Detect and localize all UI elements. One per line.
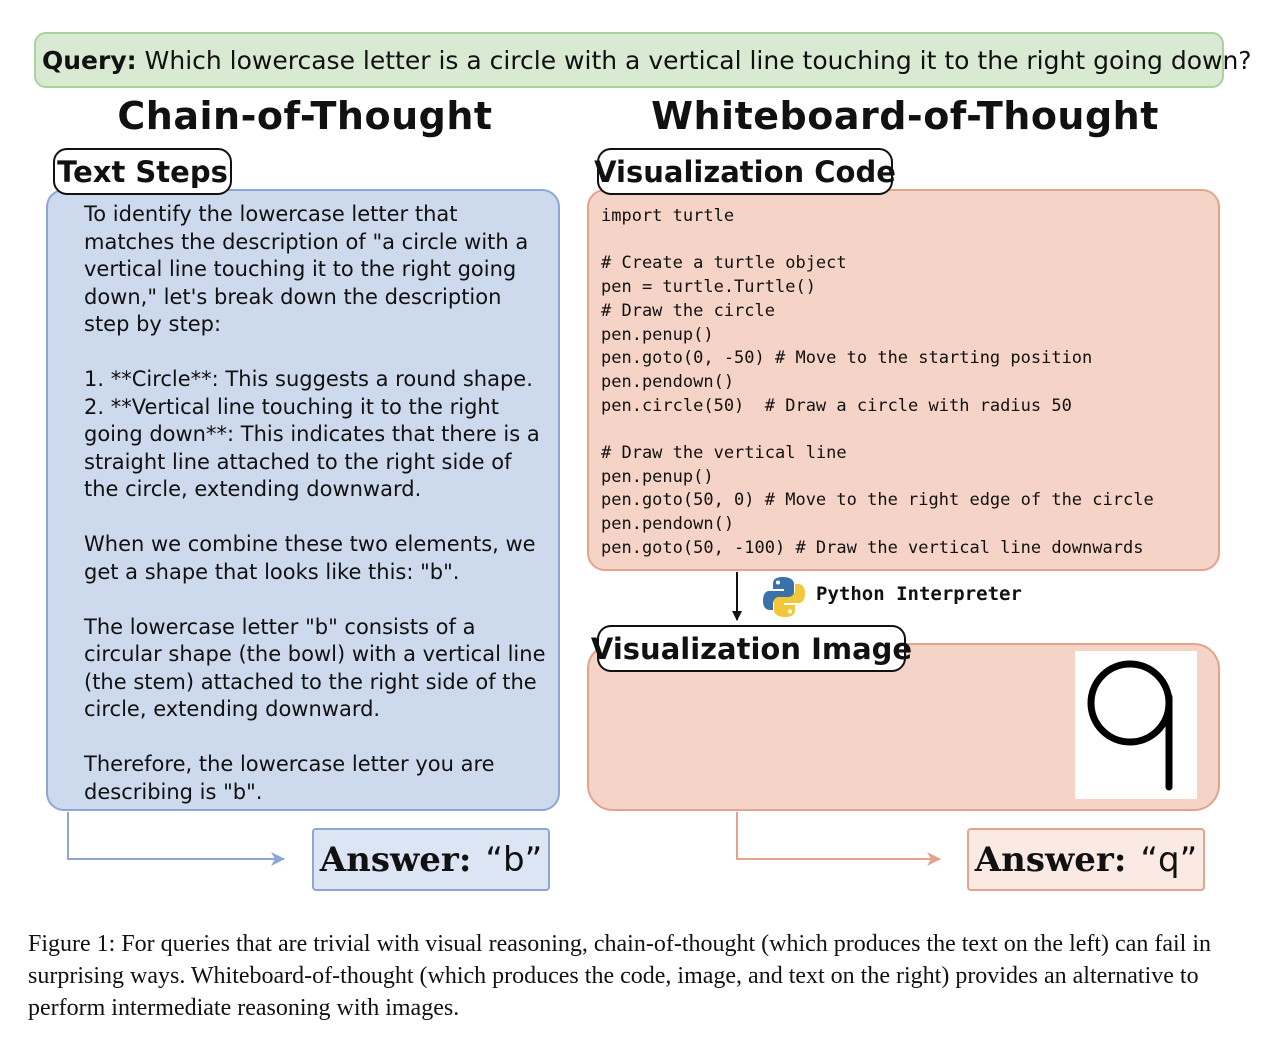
visualization-code-tab: Visualization Code (594, 148, 896, 195)
rendered-q-drawing (1087, 660, 1173, 791)
query-label: Query: (42, 45, 137, 75)
right-answer-arrow (736, 812, 941, 866)
python-logo-icon (763, 577, 805, 617)
python-interpreter-label: Python Interpreter (816, 583, 1022, 605)
query-banner: Query: Which lowercase letter is a circl… (34, 32, 1252, 88)
chain-of-thought-title: Chain-of-Thought (117, 94, 493, 138)
whiteboard-of-thought-title: Whiteboard-of-Thought (651, 94, 1159, 138)
visualization-code-panel (587, 189, 1220, 571)
cot-answer-box: Answer: “b” (312, 828, 550, 891)
wot-answer-value: “q” (1140, 839, 1198, 880)
text-steps-body: To identify the lowercase letter that ma… (84, 202, 546, 804)
visualization-image-tab: Visualization Image (591, 625, 912, 672)
cot-answer-value: “b” (485, 839, 543, 880)
left-answer-arrow (67, 812, 285, 866)
wot-answer-box: Answer: “q” (967, 828, 1205, 891)
figure-caption: Figure 1: For queries that are trivial w… (28, 931, 1211, 1021)
wot-answer-label: Answer: (974, 839, 1127, 880)
text-steps-panel (46, 189, 560, 811)
visualization-code-body: import turtle # Create a turtle object p… (601, 206, 1154, 558)
cot-answer-label: Answer: (319, 839, 472, 880)
rendered-letter-image (1075, 651, 1197, 799)
text-steps-tab: Text Steps (53, 148, 232, 195)
query-text: Which lowercase letter is a circle with … (144, 45, 1252, 75)
